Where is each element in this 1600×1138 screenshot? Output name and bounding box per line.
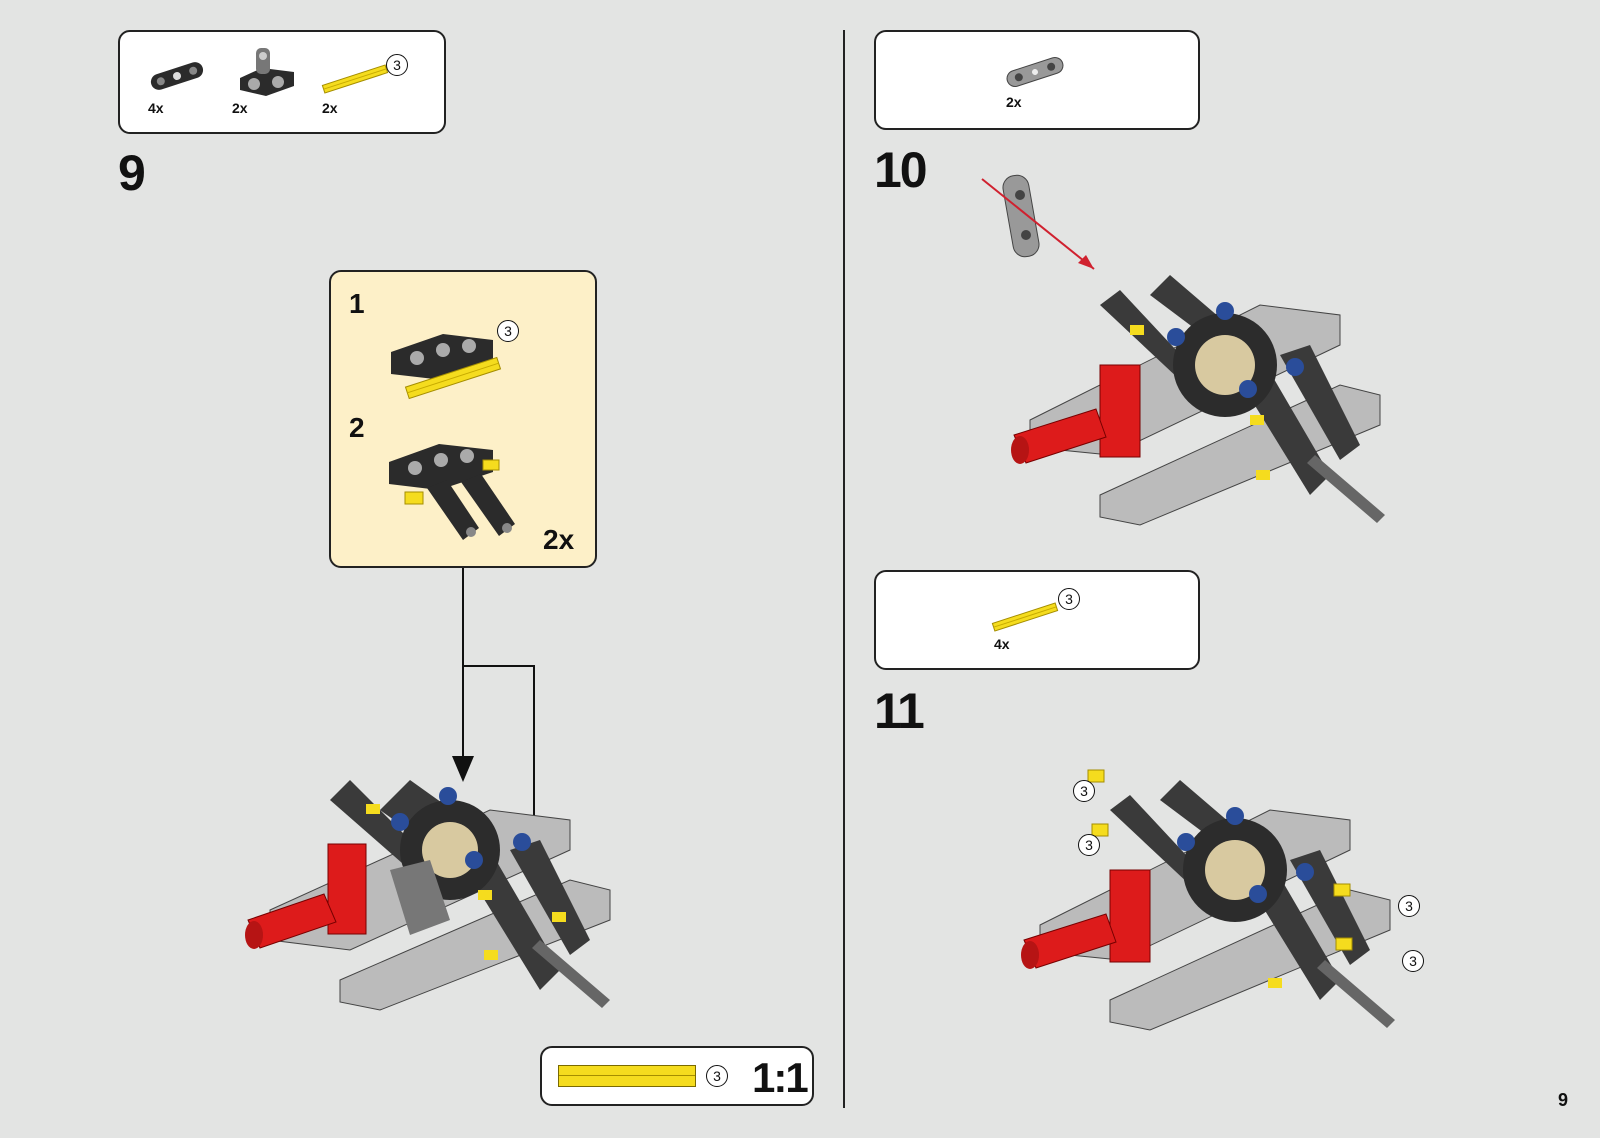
yellow-axle-icon (990, 600, 1060, 634)
step-number-10: 10 (874, 145, 926, 195)
scale-box: 3 1:1 (540, 1046, 814, 1106)
length-callout: 3 (1402, 950, 1424, 972)
scale-ratio: 1:1 (752, 1054, 807, 1102)
part-qty: 2x (1006, 94, 1022, 110)
length-callout: 3 (1398, 895, 1420, 917)
axle-scale-bar (558, 1065, 696, 1087)
length-callout: 3 (1073, 780, 1095, 802)
model-step-10 (970, 165, 1470, 535)
model-step-9 (240, 740, 700, 1020)
length-callout: 3 (1078, 834, 1100, 856)
part-qty: 4x (994, 636, 1010, 652)
step-number-11: 11 (874, 686, 923, 736)
page-number: 9 (1558, 1090, 1568, 1111)
length-callout: 3 (706, 1065, 728, 1087)
parts-list-step-11: 3 4x (874, 570, 1200, 670)
length-callout: 3 (1058, 588, 1080, 610)
parts-list-step-10: 2x (874, 30, 1200, 130)
page-divider (843, 30, 845, 1108)
beam-2-icon (1000, 52, 1070, 92)
